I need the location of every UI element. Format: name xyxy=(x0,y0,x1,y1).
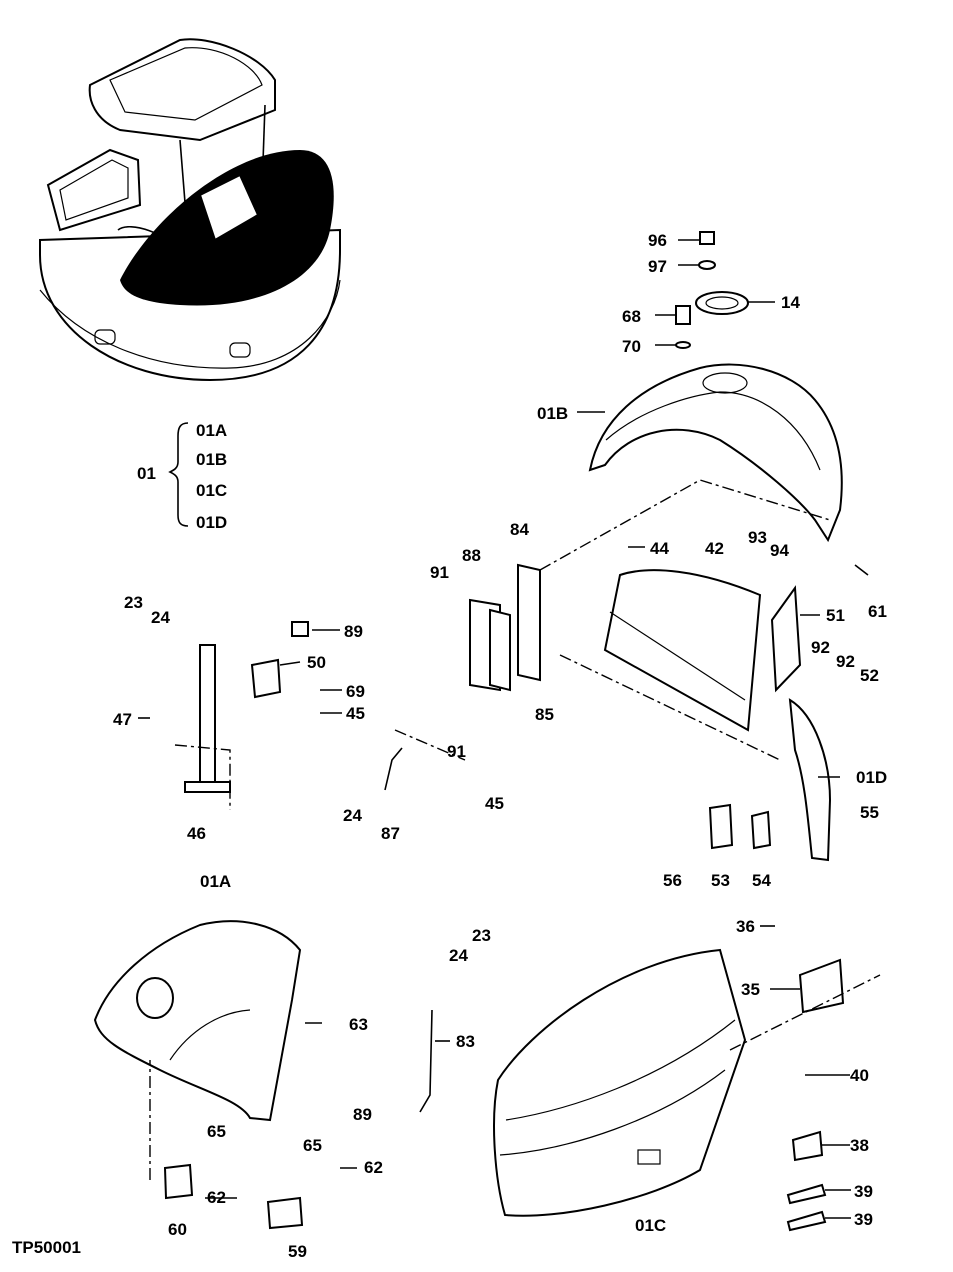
group-bracket: 01 01A 01B 01C 01D xyxy=(137,421,227,532)
leader-lines xyxy=(138,239,869,1219)
callout-label: 38 xyxy=(850,1136,869,1155)
callout-label: 68 xyxy=(622,307,641,326)
callout-label: 47 xyxy=(113,710,132,729)
callout-label: 94 xyxy=(770,541,789,560)
callout-label: 01C xyxy=(635,1216,666,1235)
callout-label: 70 xyxy=(622,337,641,356)
callout-label: 36 xyxy=(736,917,755,936)
callout-label: 23 xyxy=(472,926,491,945)
callout-label: 56 xyxy=(663,871,682,890)
callout-label: 24 xyxy=(449,946,468,965)
callout-label: 60 xyxy=(168,1220,187,1239)
callout-label: 63 xyxy=(349,1015,368,1034)
callout-label: 85 xyxy=(535,705,554,724)
callout-label: 14 xyxy=(781,293,800,312)
cover-01a xyxy=(93,920,302,1122)
callout-label: 83 xyxy=(456,1032,475,1051)
callout-label: 62 xyxy=(207,1188,226,1207)
figure-id-label: TP50001 xyxy=(12,1238,81,1257)
machine-overview-illustration xyxy=(39,38,341,382)
callout-label: 59 xyxy=(288,1242,307,1261)
post-46 xyxy=(199,644,216,791)
callout-label: 92 xyxy=(811,638,830,657)
callout-label: 62 xyxy=(364,1158,383,1177)
callout-label: 96 xyxy=(648,231,667,250)
callout-label: 87 xyxy=(381,824,400,843)
callout-label: 89 xyxy=(353,1105,372,1124)
callout-label: 93 xyxy=(748,528,767,547)
cover-01c xyxy=(493,948,747,1217)
group-parent-label: 01 xyxy=(137,464,156,483)
part-drawings xyxy=(93,231,881,1232)
callout-label: 01A xyxy=(200,872,231,891)
callout-label: 91 xyxy=(447,742,466,761)
strip-01d xyxy=(788,698,832,862)
callout-label: 24 xyxy=(343,806,362,825)
callout-label: 35 xyxy=(741,980,760,999)
callout-label: 52 xyxy=(860,666,879,685)
callout-label: 55 xyxy=(860,803,879,822)
callout-label: 89 xyxy=(344,622,363,641)
callout-label: 92 xyxy=(836,652,855,671)
callout-label: 01D xyxy=(856,768,887,787)
callout-label: 54 xyxy=(752,871,771,890)
callout-label: 23 xyxy=(124,593,143,612)
callout-label: 65 xyxy=(207,1122,226,1141)
group-child-label: 01C xyxy=(196,481,227,500)
callout-label: 24 xyxy=(151,608,170,627)
callout-label: 39 xyxy=(854,1182,873,1201)
callout-label: 44 xyxy=(650,539,669,558)
callout-label: 46 xyxy=(187,824,206,843)
panel-42 xyxy=(603,569,762,732)
callout-label: 53 xyxy=(711,871,730,890)
callout-label: 39 xyxy=(854,1210,873,1229)
callout-label: 61 xyxy=(868,602,887,621)
group-child-label: 01D xyxy=(196,513,227,532)
group-child-label: 01B xyxy=(196,450,227,469)
callout-label: 91 xyxy=(430,563,449,582)
callout-label: 97 xyxy=(648,257,667,276)
callout-label: 84 xyxy=(510,520,529,539)
callout-label: 65 xyxy=(303,1136,322,1155)
callout-label: 45 xyxy=(346,704,365,723)
group-child-label: 01A xyxy=(196,421,227,440)
callout-label: 88 xyxy=(462,546,481,565)
callout-label: 42 xyxy=(705,539,724,558)
callout-label: 51 xyxy=(826,606,845,625)
cover-01b xyxy=(588,363,843,543)
callout-labels: 96 97 14 68 70 01B 61 93 94 44 42 84 88 … xyxy=(113,231,887,1261)
callout-label: 40 xyxy=(850,1066,869,1085)
callout-label: 01B xyxy=(537,404,568,423)
callout-label: 69 xyxy=(346,682,365,701)
callout-label: 45 xyxy=(485,794,504,813)
callout-label: 50 xyxy=(307,653,326,672)
